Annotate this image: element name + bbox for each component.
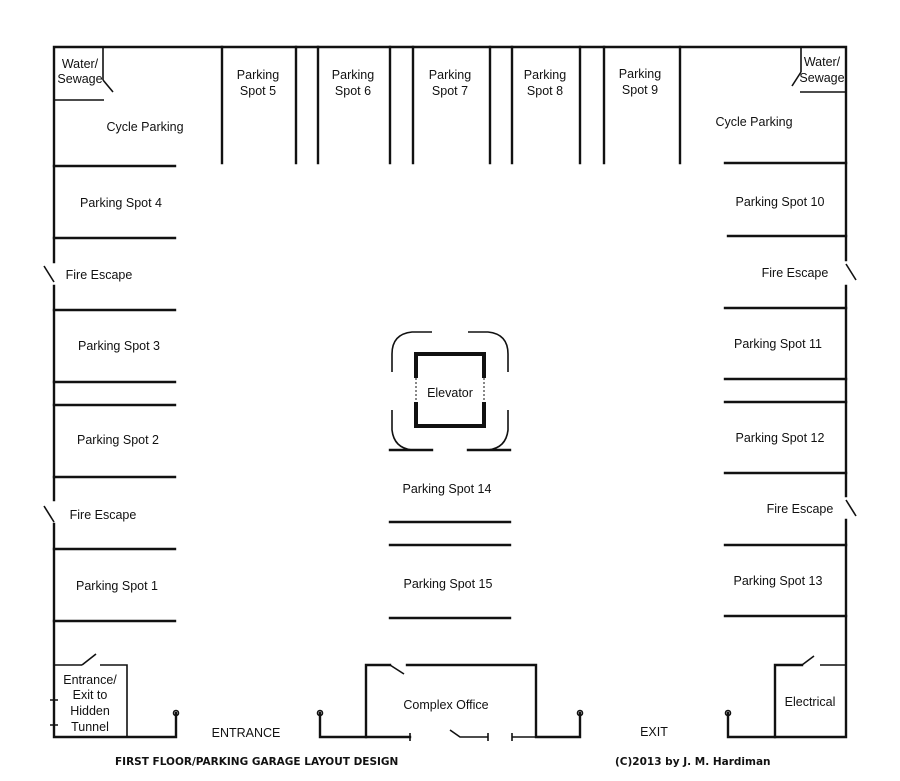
spot-10-label: Parking Spot 10 <box>736 195 825 209</box>
tunnel-label-4: Tunnel <box>71 720 109 734</box>
cycle-parking-left: Cycle Parking <box>106 120 183 134</box>
tunnel-label-1: Entrance/ <box>63 673 117 687</box>
left-spot-lines <box>52 164 177 623</box>
top-spot-dividers <box>220 45 682 165</box>
spot-11-label: Parking Spot 11 <box>734 337 822 351</box>
fire-escape-right-1: Fire Escape <box>762 266 829 280</box>
spot-2-label: Parking Spot 2 <box>77 433 159 447</box>
spot-7-label: Parking <box>429 68 471 82</box>
outer-walls <box>52 45 848 739</box>
spot-5-label: Parking <box>237 68 279 82</box>
cycle-parking-right: Cycle Parking <box>715 115 792 129</box>
water-sewage-right-label-2: Sewage <box>799 71 844 85</box>
spot-14-label: Parking Spot 14 <box>403 482 492 496</box>
copyright: (C)2013 by J. M. Hardiman <box>615 756 771 768</box>
spot-1-label: Parking Spot 1 <box>76 579 158 593</box>
fire-escape-doors <box>43 263 857 523</box>
complex-office-label: Complex Office <box>403 698 488 712</box>
spot-8-label: Parking <box>524 68 566 82</box>
spot-5-label-2: Spot 5 <box>240 84 276 98</box>
exit-label: EXIT <box>640 725 668 739</box>
tunnel-label-2: Exit to <box>73 688 108 702</box>
water-sewage-right-walls <box>791 47 846 93</box>
water-sewage-left-walls <box>54 47 114 101</box>
tunnel-label-3: Hidden <box>70 704 110 718</box>
elevator-shaft <box>388 331 512 452</box>
spot-7-label-2: Spot 7 <box>432 84 468 98</box>
fire-escape-left-2: Fire Escape <box>70 508 137 522</box>
spot-9-label: Parking <box>619 67 661 81</box>
right-spot-lines <box>723 161 848 618</box>
center-spot-lines <box>388 520 512 620</box>
fire-escape-left-1: Fire Escape <box>66 268 133 282</box>
spot-15-label: Parking Spot 15 <box>404 577 493 591</box>
electrical-walls <box>724 655 846 739</box>
spot-4-label: Parking Spot 4 <box>80 196 162 210</box>
spot-12-label: Parking Spot 12 <box>736 431 825 445</box>
entrance-label: ENTRANCE <box>212 726 281 740</box>
electrical-label: Electrical <box>785 695 836 709</box>
fire-escape-right-2: Fire Escape <box>767 502 834 516</box>
spot-6-label-2: Spot 6 <box>335 84 371 98</box>
water-sewage-left-label: Water/ <box>62 57 99 71</box>
tunnel-room-walls <box>50 653 180 737</box>
spot-8-label-2: Spot 8 <box>527 84 563 98</box>
spot-13-label: Parking Spot 13 <box>734 574 823 588</box>
spot-6-label: Parking <box>332 68 374 82</box>
spot-9-label-2: Spot 9 <box>622 83 658 97</box>
elevator-label: Elevator <box>427 386 473 400</box>
spot-3-label: Parking Spot 3 <box>78 339 160 353</box>
plan-title: FIRST FLOOR/PARKING GARAGE LAYOUT DESIGN <box>115 756 398 768</box>
water-sewage-right-label: Water/ <box>804 55 841 69</box>
office-walls <box>316 663 584 741</box>
water-sewage-left-label-2: Sewage <box>57 72 102 86</box>
